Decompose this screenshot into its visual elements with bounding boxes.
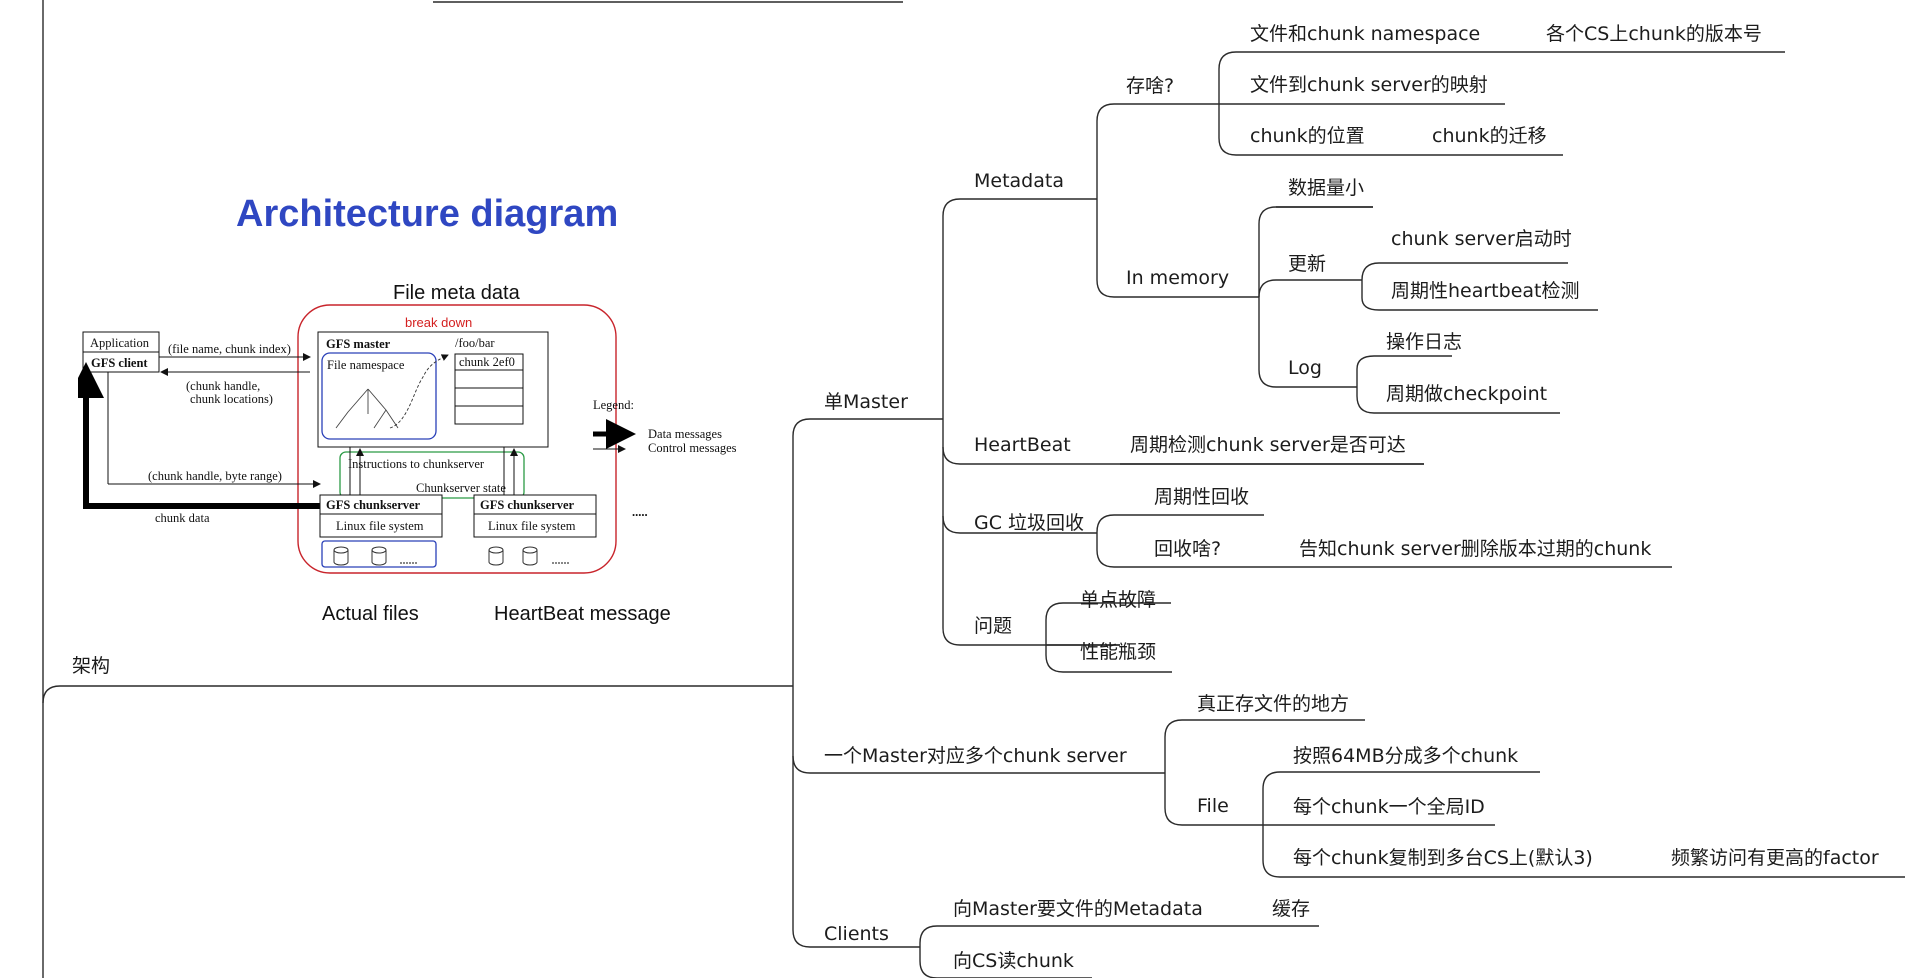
chunk-handle-label: (chunk handle, — [186, 379, 260, 393]
node-split-64mb[interactable]: 按照64MB分成多个chunk — [1293, 745, 1518, 767]
metadata-spine — [1096, 103, 1219, 199]
node-real-storage[interactable]: 真正存文件的地方 — [1197, 693, 1349, 715]
instructions-label: Instructions to chunkserver — [348, 457, 485, 471]
update-spine — [1361, 262, 1568, 281]
node-read-cs[interactable]: 向CS读chunk — [953, 950, 1074, 972]
node-global-id[interactable]: 每个chunk一个全局ID — [1293, 796, 1485, 818]
more-chunkservers-ellipsis: ..... — [632, 505, 648, 519]
node-file-to-cs-map[interactable]: 文件到chunk server的映射 — [1250, 74, 1488, 96]
gfs-architecture-diagram: break down Application GFS client (file … — [78, 304, 737, 574]
chunkserver-2-label: GFS chunkserver — [480, 498, 575, 512]
root-underline — [42, 685, 793, 704]
node-cache[interactable]: 缓存 — [1272, 898, 1310, 920]
node-gc-desc[interactable]: 告知chunk server删除版本过期的chunk — [1299, 538, 1651, 560]
node-checkpoint[interactable]: 周期做checkpoint — [1386, 383, 1547, 405]
file-meta-data-label: File meta data — [393, 282, 520, 304]
gfs-client-label: GFS client — [91, 356, 148, 370]
legend-control-messages: Control messages — [648, 441, 737, 455]
problems-spine — [1045, 602, 1171, 621]
chunk-handle-byte-range-label: (chunk handle, byte range) — [148, 469, 282, 483]
chunkserver-1-label: GFS chunkserver — [326, 498, 421, 512]
gfs-master-label: GFS master — [326, 337, 391, 351]
node-gc[interactable]: GC 垃圾回收 — [974, 512, 1084, 534]
gfs-master-box — [317, 331, 549, 448]
root-children-spine — [792, 418, 943, 686]
gc-to-what — [1096, 533, 1279, 568]
file-name-chunk-index-label: (file name, chunk index) — [168, 342, 291, 356]
file-spine — [1262, 771, 1540, 825]
node-small-data[interactable]: 数据量小 — [1288, 177, 1364, 199]
node-heartbeat-desc[interactable]: 周期检测chunk server是否可达 — [1130, 434, 1406, 456]
spine-to-clients — [792, 756, 920, 948]
to-gc — [942, 515, 1097, 534]
node-single-master[interactable]: 单Master — [824, 391, 908, 413]
actual-files-label: Actual files — [322, 603, 419, 625]
foo-bar-label: /foo/bar — [455, 336, 495, 350]
node-file[interactable]: File — [1197, 795, 1229, 817]
break-down-label: break down — [405, 315, 472, 330]
node-store-what[interactable]: 存啥? — [1126, 75, 1174, 97]
store-what-spine — [1218, 51, 1530, 104]
node-one-master-many-cs[interactable]: 一个Master对应多个chunk server — [824, 745, 1127, 767]
node-problems[interactable]: 问题 — [974, 615, 1012, 637]
node-in-memory[interactable]: In memory — [1126, 267, 1229, 289]
one-master-spine — [1164, 719, 1365, 773]
application-label: Application — [90, 336, 150, 350]
node-replicate[interactable]: 每个chunk复制到多台CS上(默认3) — [1293, 847, 1593, 869]
node-spof[interactable]: 单点故障 — [1080, 589, 1156, 611]
node-perf-bottleneck[interactable]: 性能瓶颈 — [1080, 641, 1156, 663]
node-update[interactable]: 更新 — [1288, 253, 1326, 275]
legend-title: Legend: — [593, 398, 634, 412]
chunk-data-label: chunk data — [155, 511, 210, 525]
problems-to-perf — [1045, 620, 1172, 673]
node-file-chunk-namespace[interactable]: 文件和chunk namespace — [1250, 23, 1480, 45]
single-master-spine — [942, 198, 1097, 419]
update-to-periodic-hb — [1361, 280, 1598, 311]
log-spine — [1356, 355, 1452, 387]
single-master-spine-lower — [942, 419, 1120, 646]
node-periodic-gc[interactable]: 周期性回收 — [1154, 486, 1249, 508]
inmemory-spine — [1258, 206, 1373, 297]
node-ask-master[interactable]: 向Master要文件的Metadata — [953, 898, 1203, 920]
file-namespace-label: File namespace — [327, 358, 405, 372]
file-to-replicate — [1262, 825, 1653, 878]
gc-spine — [1096, 514, 1264, 533]
node-log[interactable]: Log — [1288, 357, 1322, 379]
file-namespace-box — [321, 352, 437, 440]
chunk-locations-label: chunk locations) — [190, 392, 273, 406]
chunkserver-state-label: Chunkserver state — [416, 481, 506, 495]
node-gc-what[interactable]: 回收啥? — [1154, 538, 1221, 560]
figure-title: Architecture diagram — [236, 193, 619, 235]
inmemory-to-update — [1258, 279, 1362, 298]
node-chunk-location[interactable]: chunk的位置 — [1250, 125, 1365, 147]
node-periodic-heartbeat[interactable]: 周期性heartbeat检测 — [1391, 280, 1579, 302]
chunkserver-1-box — [319, 494, 443, 538]
inmemory-to-log — [1258, 297, 1357, 388]
log-to-checkpoint — [1356, 387, 1560, 414]
to-heartbeat — [942, 446, 1424, 465]
linux-fs-1-label: Linux file system — [336, 519, 424, 533]
metadata-to-inmemory — [1096, 199, 1259, 298]
node-metadata[interactable]: Metadata — [974, 170, 1064, 192]
linux-fs-2-label: Linux file system — [488, 519, 576, 533]
legend-data-messages: Data messages — [648, 427, 722, 441]
heartbeat-message-label: HeartBeat message — [494, 603, 671, 625]
node-higher-factor[interactable]: 频繁访问有更高的factor — [1671, 847, 1879, 869]
node-heartbeat[interactable]: HeartBeat — [974, 434, 1071, 456]
root-label[interactable]: 架构 — [72, 655, 110, 677]
chunk-table — [454, 353, 524, 425]
clients-spine — [919, 925, 1233, 947]
node-op-log[interactable]: 操作日志 — [1386, 331, 1462, 353]
node-version-per-cs[interactable]: 各个CS上chunk的版本号 — [1546, 23, 1762, 45]
node-cs-startup[interactable]: chunk server启动时 — [1391, 228, 1572, 250]
store-what-to-chunk-loc — [1218, 104, 1563, 156]
actual-files-box — [321, 540, 437, 568]
node-clients[interactable]: Clients — [824, 923, 889, 945]
node-chunk-migration[interactable]: chunk的迁移 — [1432, 125, 1547, 147]
chunkserver-2-box — [473, 494, 597, 538]
one-master-to-file — [1164, 773, 1263, 826]
chunk-2ef0-label: chunk 2ef0 — [459, 355, 515, 369]
